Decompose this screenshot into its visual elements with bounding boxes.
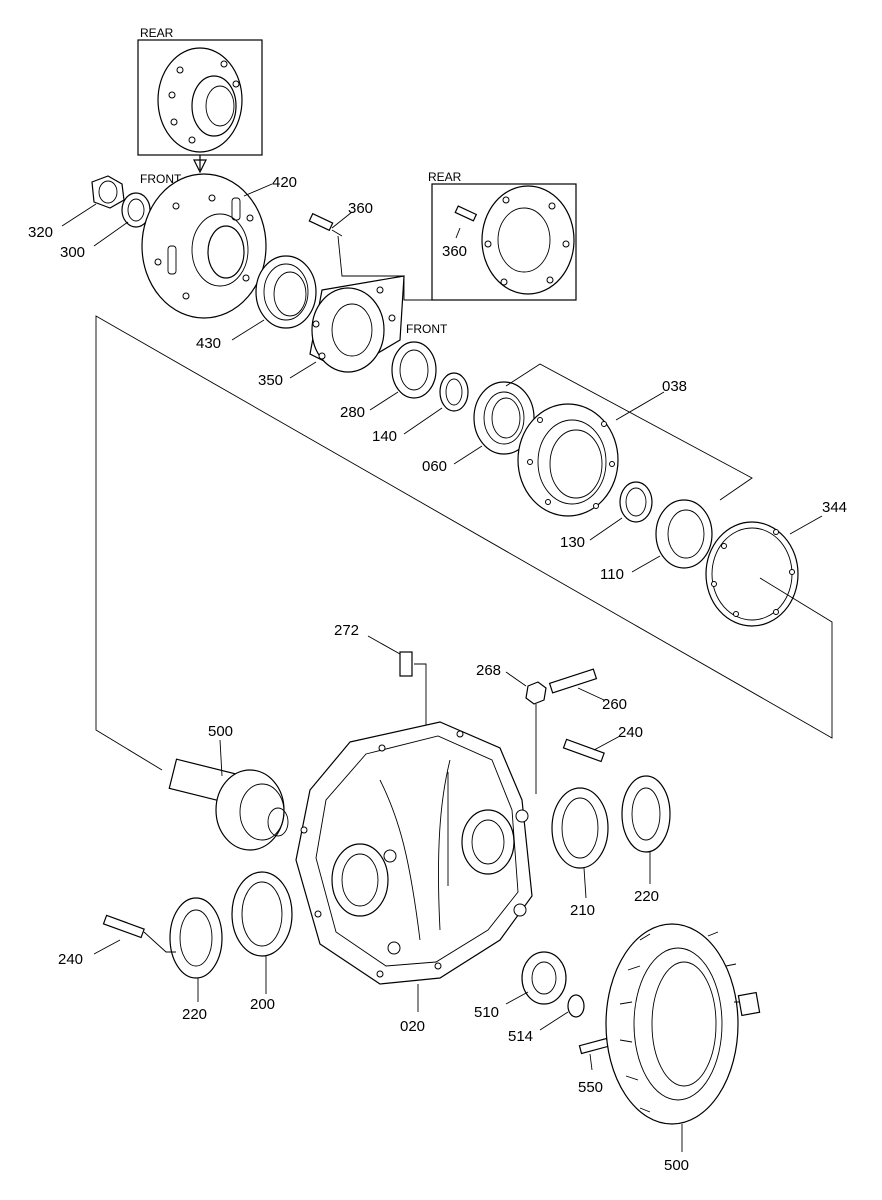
seal-280 xyxy=(391,341,437,399)
label-268: 268 xyxy=(476,662,501,679)
bolt-550 xyxy=(578,1037,610,1055)
label-510: 510 xyxy=(474,1004,499,1021)
label-514: 514 xyxy=(508,1028,533,1045)
bearing-200 xyxy=(231,871,293,957)
label-060: 060 xyxy=(422,458,447,475)
label-200: 200 xyxy=(250,996,275,1013)
label-272: 272 xyxy=(334,622,359,639)
oil-seal-430 xyxy=(255,255,317,329)
gasket-344 xyxy=(705,521,799,627)
snap-ring-514 xyxy=(567,994,585,1018)
label-280: 280 xyxy=(340,404,365,421)
label-320: 320 xyxy=(28,224,53,241)
ring-gear-500 xyxy=(605,923,761,1125)
label-420: 420 xyxy=(272,174,297,191)
label-110: 110 xyxy=(600,566,624,583)
rear-carrier-inset: REAR xyxy=(428,170,577,301)
bearing-060 xyxy=(473,381,535,455)
nut-320 xyxy=(91,175,125,209)
bearing-110 xyxy=(655,499,713,569)
key-272 xyxy=(399,651,413,677)
label-210: 210 xyxy=(570,902,595,919)
label-020: 020 xyxy=(400,1018,425,1035)
rear-flange-inset: REAR xyxy=(137,26,263,174)
label-260: 260 xyxy=(602,696,627,713)
label-300: 300 xyxy=(60,244,85,261)
label-038: 038 xyxy=(662,378,687,395)
label-360-inset: 360 xyxy=(442,243,467,260)
drive-pinion-500 xyxy=(168,758,289,851)
bearing-210 xyxy=(551,787,609,869)
label-140: 140 xyxy=(372,428,397,445)
pin-240-right xyxy=(562,738,605,763)
rear-view-label-right: REAR xyxy=(428,170,462,184)
rear-view-label: REAR xyxy=(140,26,174,40)
front-view-label: FRONT xyxy=(140,172,182,186)
label-360-top: 360 xyxy=(348,200,373,217)
bolt-360-top xyxy=(308,212,343,237)
label-500-ring-gear: 500 xyxy=(664,1157,689,1174)
label-130: 130 xyxy=(560,534,585,551)
pin-240-left xyxy=(102,914,145,939)
label-240-right: 240 xyxy=(618,724,643,741)
label-350: 350 xyxy=(258,372,283,389)
nut-268 xyxy=(525,681,547,705)
label-500-pinion: 500 xyxy=(208,723,233,740)
spacer-140 xyxy=(439,372,469,412)
differential-carrier-020 xyxy=(295,721,533,985)
spacer-130 xyxy=(619,481,653,523)
bearing-carrier-350 xyxy=(309,275,405,373)
stud-260 xyxy=(548,668,598,694)
part-number-labels: 320 300 420 360 360 430 350 280 140 060 … xyxy=(28,174,847,1174)
adjuster-220-right xyxy=(621,775,671,853)
label-220-left: 220 xyxy=(182,1006,207,1023)
front-view-label-right: FRONT xyxy=(406,322,448,336)
label-430: 430 xyxy=(196,335,221,352)
bearing-housing-038 xyxy=(517,403,619,517)
label-220-right: 220 xyxy=(634,888,659,905)
label-240-left: 240 xyxy=(58,951,83,968)
label-344: 344 xyxy=(822,499,847,516)
bearing-510 xyxy=(521,951,567,1005)
adjuster-220-left xyxy=(169,897,223,979)
label-550: 550 xyxy=(578,1079,603,1096)
companion-flange-420: FRONT xyxy=(140,172,267,319)
